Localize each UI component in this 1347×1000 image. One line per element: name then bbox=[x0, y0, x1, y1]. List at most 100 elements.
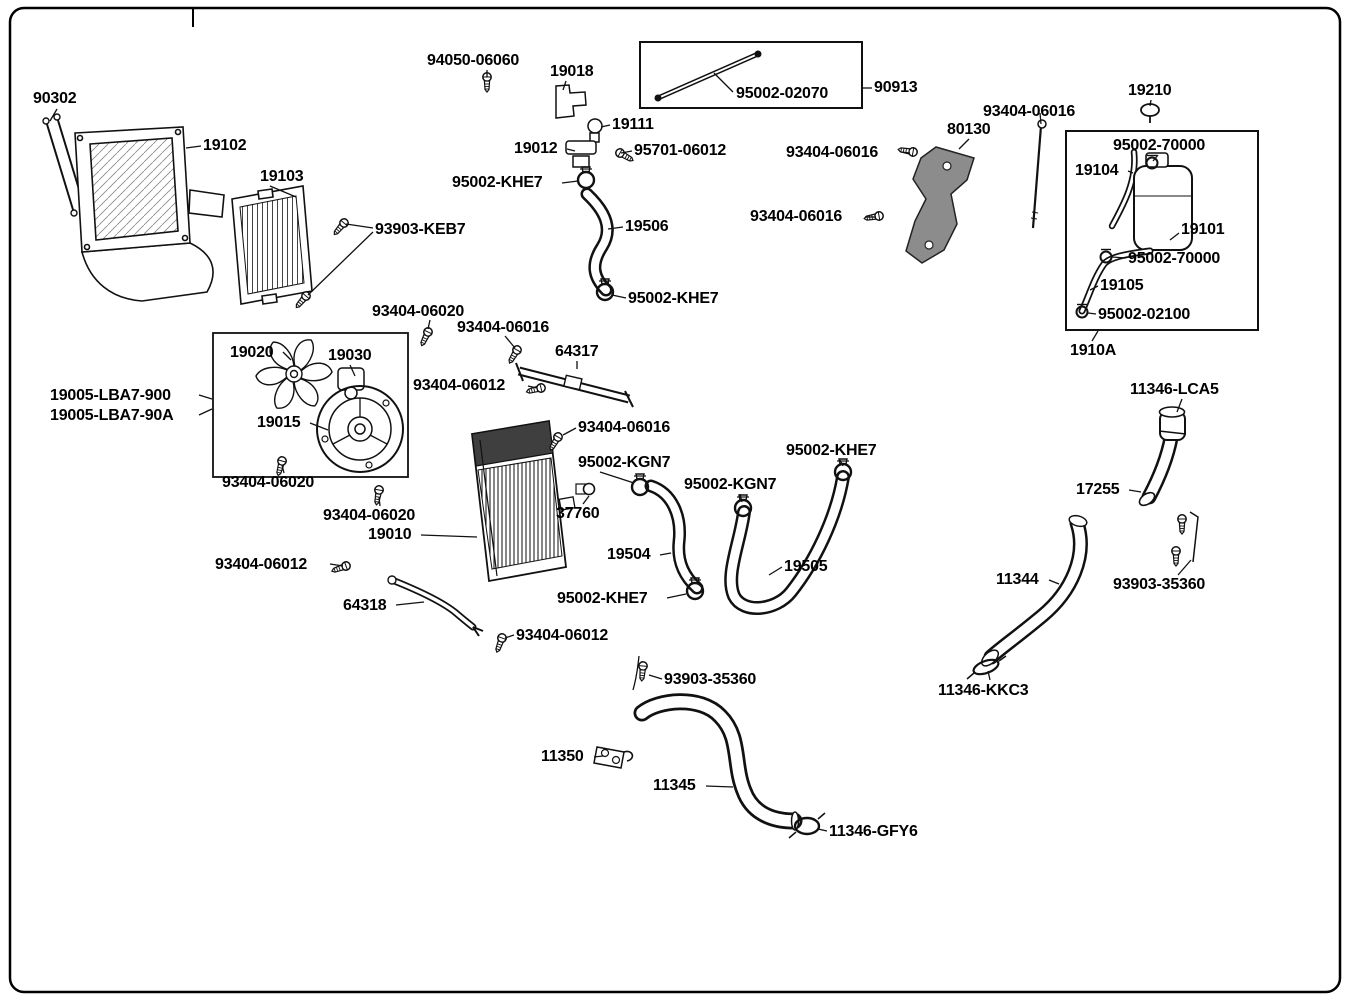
label-93903-35360-a: 93903-35360 bbox=[1113, 576, 1206, 593]
bolt-93404-06012-b bbox=[329, 559, 353, 576]
label-1910a: 1910A bbox=[1070, 342, 1117, 359]
cap-19210 bbox=[1140, 103, 1160, 123]
oil-cooler-19010 bbox=[471, 419, 576, 583]
label-95002-khe7-c: 95002-KHE7 bbox=[786, 442, 877, 459]
label-93404-06016-b: 93404-06016 bbox=[786, 144, 879, 161]
label-93404-06016-c: 93404-06016 bbox=[750, 208, 843, 225]
label-64318: 64318 bbox=[343, 597, 387, 614]
label-19105: 19105 bbox=[1100, 277, 1144, 294]
screw-93903-35360-a bbox=[632, 655, 649, 691]
label-93404-06012-b: 93404-06012 bbox=[215, 556, 308, 573]
label-11346-lca5: 11346-LCA5 bbox=[1130, 381, 1219, 398]
label-19018: 19018 bbox=[550, 63, 594, 80]
label-93404-06020-b: 93404-06020 bbox=[222, 474, 315, 491]
leader-lines bbox=[49, 70, 1192, 832]
label-11345: 11345 bbox=[653, 777, 696, 794]
hose-11345 bbox=[633, 693, 803, 831]
clamp-11346-gfy6 bbox=[788, 812, 826, 839]
bracket-80130 bbox=[905, 146, 975, 264]
label-19104: 19104 bbox=[1075, 162, 1119, 179]
bracket-19018 bbox=[555, 84, 587, 119]
radiator-19103 bbox=[231, 185, 313, 305]
label-19102: 19102 bbox=[203, 137, 247, 154]
reservoir-box bbox=[1065, 130, 1259, 331]
label-19005-lba7-900: 19005-LBA7-900 bbox=[50, 387, 171, 404]
hose-19506 bbox=[580, 187, 614, 297]
label-94050-06060: 94050-06060 bbox=[427, 52, 520, 69]
label-19101: 19101 bbox=[1181, 221, 1225, 238]
label-11350: 11350 bbox=[541, 748, 584, 765]
water-pipe-64317 bbox=[515, 362, 634, 408]
label-95002-khe7-b: 95002-KHE7 bbox=[628, 290, 719, 307]
clamp-95002-khe7-a bbox=[576, 165, 596, 190]
bolt-93404-06012-a bbox=[524, 382, 547, 397]
radiator-shroud-19102 bbox=[74, 126, 225, 302]
valve-19111 bbox=[587, 118, 603, 134]
hose-19504 bbox=[644, 479, 704, 595]
label-19210: 19210 bbox=[1128, 82, 1172, 99]
fan-shroud-19015 bbox=[316, 385, 404, 473]
seal-box-90913 bbox=[639, 41, 863, 109]
label-19020: 19020 bbox=[230, 344, 274, 361]
reservoir-group bbox=[1065, 130, 1259, 331]
label-95002-70000-a: 95002-70000 bbox=[1113, 137, 1206, 154]
label-11346-kkc3: 11346-KKC3 bbox=[938, 682, 1029, 699]
clamp-11346-kkc3 bbox=[966, 655, 1007, 680]
screws-93903-35360-b bbox=[1171, 511, 1199, 567]
stay-11350 bbox=[593, 746, 634, 769]
label-80130: 80130 bbox=[947, 121, 991, 138]
cooling-fan-19020 bbox=[255, 339, 333, 409]
label-93404-06020-c: 93404-06020 bbox=[323, 507, 416, 524]
fan-motor-19030 bbox=[337, 367, 365, 400]
label-17255: 17255 bbox=[1076, 481, 1120, 498]
bracket-64318 bbox=[387, 575, 484, 637]
page-frame bbox=[8, 6, 1342, 994]
label-93404-06016-d: 93404-06016 bbox=[457, 319, 550, 336]
label-11346-gfy6: 11346-GFY6 bbox=[829, 823, 918, 840]
label-93404-06012-a: 93404-06012 bbox=[413, 377, 506, 394]
label-93903-35360-b: 93903-35360 bbox=[664, 671, 757, 688]
label-93903-keb7: 93903-KEB7 bbox=[375, 221, 466, 238]
bolt-93404-06012-c bbox=[492, 631, 509, 655]
pipe-17255 bbox=[1138, 430, 1179, 507]
label-95701-06012: 95701-06012 bbox=[634, 142, 727, 159]
label-19015: 19015 bbox=[257, 414, 301, 431]
bolt-95701-06012 bbox=[613, 146, 636, 165]
label-19103: 19103 bbox=[260, 168, 304, 185]
cap-19012 bbox=[565, 140, 597, 155]
label-37760: 37760 bbox=[556, 505, 600, 522]
label-95002-kgn7-b: 95002-KGN7 bbox=[684, 476, 777, 493]
label-19111: 19111 bbox=[612, 116, 654, 133]
fan-group-box bbox=[212, 332, 409, 478]
label-19504: 19504 bbox=[607, 546, 651, 563]
label-19030: 19030 bbox=[328, 347, 372, 364]
label-93404-06016-e: 93404-06016 bbox=[578, 419, 671, 436]
label-90913: 90913 bbox=[874, 79, 918, 96]
filler-neck-assembly bbox=[555, 84, 603, 168]
label-19012: 19012 bbox=[514, 140, 558, 157]
bolt-93404-06016-long bbox=[1030, 119, 1047, 229]
label-19005-lba7-90a: 19005-LBA7-90A bbox=[50, 407, 174, 424]
label-95002-khe7-d: 95002-KHE7 bbox=[557, 590, 648, 607]
label-19010: 19010 bbox=[368, 526, 412, 543]
label-95002-02070: 95002-02070 bbox=[736, 85, 829, 102]
hose-11344 bbox=[980, 514, 1088, 667]
label-95002-kgn7-a: 95002-KGN7 bbox=[578, 454, 671, 471]
label-19505: 19505 bbox=[784, 558, 828, 575]
hose-19505 bbox=[724, 470, 850, 615]
label-11344: 11344 bbox=[996, 571, 1039, 588]
screw-93903-keb7-a bbox=[330, 216, 351, 238]
connector-11346-lca5 bbox=[1158, 406, 1187, 441]
label-95002-70000-b: 95002-70000 bbox=[1128, 250, 1221, 267]
sensor-37760 bbox=[575, 482, 596, 496]
label-90302: 90302 bbox=[33, 90, 77, 107]
label-93404-06016-a: 93404-06016 bbox=[983, 103, 1076, 120]
label-95002-khe7-a: 95002-KHE7 bbox=[452, 174, 543, 191]
label-64317: 64317 bbox=[555, 343, 599, 360]
label-93404-06012-c: 93404-06012 bbox=[516, 627, 609, 644]
label-19506: 19506 bbox=[625, 218, 669, 235]
label-93404-06020-a: 93404-06020 bbox=[372, 303, 465, 320]
label-95002-02100: 95002-02100 bbox=[1098, 306, 1191, 323]
